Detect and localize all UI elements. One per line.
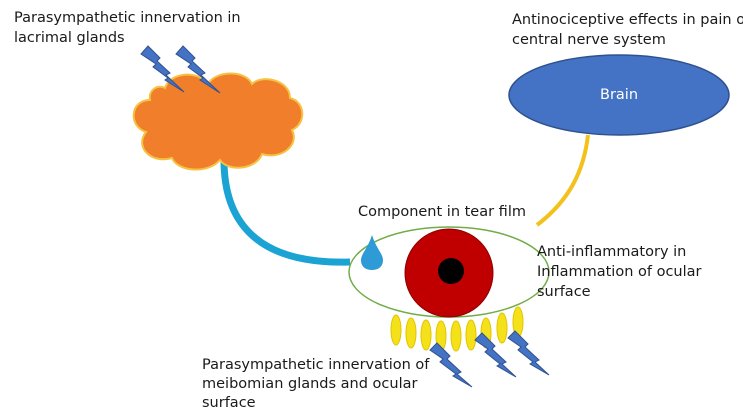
label-line: meibomian glands and ocular (202, 375, 429, 394)
label-line: Inflammation of ocular (537, 262, 702, 282)
meibomian-gland (421, 320, 431, 350)
label-line: surface (202, 394, 429, 413)
lacrimal-innervation-label: Parasympathetic innervation in lacrimal … (14, 8, 241, 48)
meibomian-gland (466, 320, 476, 350)
lacrimal-duct (224, 160, 350, 262)
label-line: lacrimal glands (14, 28, 241, 48)
meibomian-gland (391, 315, 401, 345)
label-line: Antinociceptive effects in pain of (512, 10, 743, 30)
label-line: surface (537, 282, 702, 302)
tear-film-label: Component in tear film (358, 202, 526, 222)
meibomian-innervation-label: Parasympathetic innervation of meibomian… (202, 356, 429, 413)
meibomian-gland (451, 321, 461, 351)
lacrimal-gland-cloud-icon (134, 74, 303, 170)
label-line: central nerve system (512, 30, 743, 50)
brain-label: Brain (600, 85, 638, 105)
pupil (438, 258, 464, 284)
brain-nerve (537, 135, 588, 225)
cns-effects-label: Antinociceptive effects in pain of centr… (512, 10, 743, 50)
label-line: Parasympathetic innervation in (14, 8, 241, 28)
label-line: Parasympathetic innervation of (202, 356, 429, 375)
label-line: Anti-inflammatory in (537, 242, 702, 262)
lightning-bolt-icon (430, 343, 472, 387)
meibomian-gland (406, 318, 416, 348)
anti-inflammatory-label: Anti-inflammatory in Inflammation of ocu… (537, 242, 702, 302)
meibomian-gland (497, 313, 507, 343)
lightning-bolt-icon (508, 331, 549, 375)
